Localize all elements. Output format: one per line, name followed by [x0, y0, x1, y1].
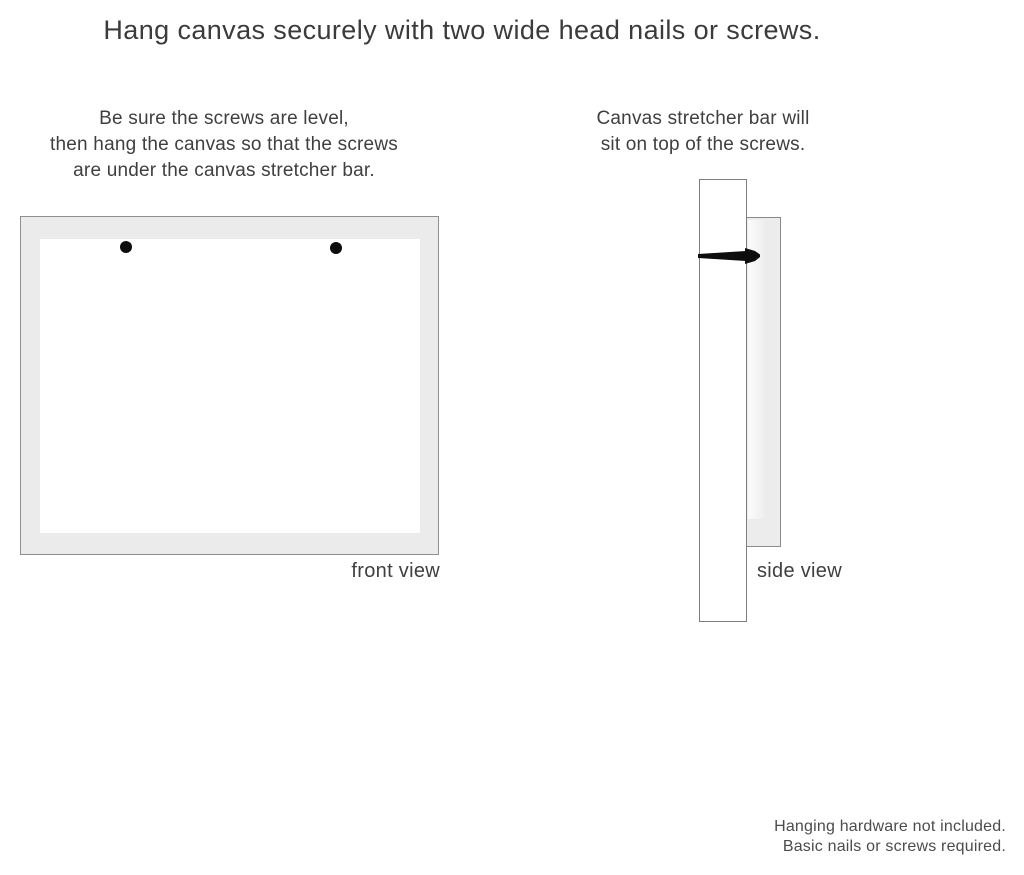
disclaimer-line: Basic nails or screws required. [782, 837, 1006, 855]
front-view-label: front view [351, 560, 440, 582]
disclaimer-line: Hanging hardware not included. [774, 818, 1006, 835]
instruction-line: sit on top of the screws. [600, 134, 806, 155]
nail-head-dot-left-icon [120, 241, 132, 253]
instruction-line: Canvas stretcher bar will [596, 108, 810, 129]
front-view-instruction: Be sure the screws are level, then hang … [24, 106, 424, 184]
page-title: Hang canvas securely with two wide head … [103, 15, 821, 45]
canvas-side-highlight [748, 220, 764, 519]
canvas-front-view [20, 216, 439, 555]
canvas-side-view [745, 217, 781, 547]
instruction-line: then hang the canvas so that the screws [50, 134, 398, 155]
hardware-disclaimer: Hanging hardware not included. Basic nai… [774, 817, 1006, 856]
nail-side-icon [698, 248, 760, 264]
side-view-instruction: Canvas stretcher bar will sit on top of … [553, 106, 853, 158]
instruction-line: are under the canvas stretcher bar. [73, 160, 375, 181]
side-view-label: side view [757, 560, 842, 582]
canvas-inner-area [40, 239, 420, 533]
instruction-line: Be sure the screws are level, [99, 108, 349, 129]
nail-head-dot-right-icon [330, 242, 342, 254]
